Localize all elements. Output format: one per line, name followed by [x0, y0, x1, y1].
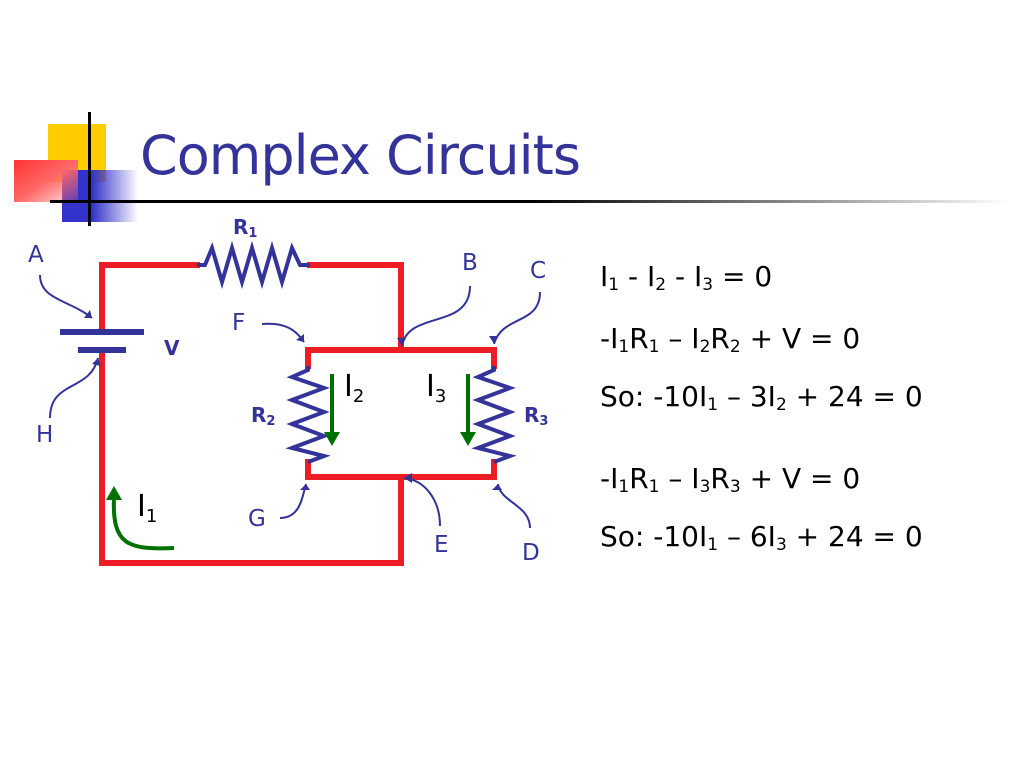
equation-subscript: 1	[608, 275, 620, 295]
source-v-label: V	[164, 336, 180, 360]
wire-bottom-return	[99, 349, 404, 566]
r1-label: R1	[233, 215, 257, 241]
pointer-e	[403, 477, 441, 527]
equation-subscript: 2	[655, 275, 667, 295]
equation-junction: I1 - I2 - I3 = 0	[600, 260, 772, 295]
equation-loop-2-numeric: So: -10I1 – 6I3 + 24 = 0	[600, 520, 923, 555]
equation-loop-1-numeric: So: -10I1 – 3I2 + 24 = 0	[600, 380, 923, 415]
equation-text: R	[710, 462, 730, 495]
pointer-h	[49, 357, 99, 419]
equation-text: R	[710, 322, 730, 355]
pointer-b	[401, 285, 471, 347]
equation-subscript: 3	[699, 477, 711, 497]
equation-text: – I	[659, 462, 700, 495]
node-label-c: C	[530, 258, 546, 284]
equation-subscript: 3	[729, 477, 741, 497]
resistor-r2-icon	[285, 366, 331, 464]
equation-subscript: 3	[702, 275, 714, 295]
equation-subscript: 2	[729, 337, 741, 357]
wire-left-top	[99, 262, 200, 335]
node-label-b: B	[462, 250, 478, 276]
deco-vertical-line	[88, 112, 91, 226]
equation-text: R	[629, 462, 649, 495]
i1-label: I1	[137, 489, 157, 527]
i1-arrow	[111, 497, 175, 551]
equation-subscript: 1	[707, 395, 719, 415]
equation-subscript: 2	[775, 395, 787, 415]
pointer-d	[497, 483, 531, 529]
node-label-h: H	[36, 422, 53, 448]
wire-top-right	[307, 262, 404, 353]
equation-subscript: 1	[618, 477, 630, 497]
equation-text: -I	[600, 322, 619, 355]
equation-text: + 24 = 0	[786, 520, 923, 553]
deco-red-square	[14, 160, 78, 202]
current-arrows	[111, 374, 470, 551]
equation-subscript: 3	[775, 535, 787, 555]
equation-text: – 3I	[718, 380, 776, 413]
equation-text: I	[600, 260, 609, 293]
equation-text: – 6I	[718, 520, 776, 553]
circuit-wires	[99, 262, 497, 566]
r2-label: R2	[251, 403, 275, 429]
slide-title: Complex Circuits	[140, 124, 581, 187]
equation-text: + V = 0	[740, 322, 861, 355]
pointer-arrowheads	[84, 310, 502, 490]
equation-text: + 24 = 0	[786, 380, 923, 413]
equation-subscript: 2	[699, 337, 711, 357]
current-arrowheads	[106, 432, 476, 500]
battery-icon	[60, 329, 144, 353]
equation-text: + V = 0	[740, 462, 861, 495]
equation-text: -I	[600, 462, 619, 495]
equation-text: - I	[666, 260, 703, 293]
equation-text: = 0	[713, 260, 773, 293]
r3-label: R3	[524, 403, 548, 429]
node-label-e: E	[434, 532, 449, 558]
pointer-c	[493, 291, 541, 345]
node-label-g: G	[248, 506, 266, 532]
equation-subscript: 1	[618, 337, 630, 357]
title-underline	[50, 200, 1010, 203]
resistor-r3-icon	[471, 366, 517, 464]
node-label-d: D	[522, 540, 540, 566]
equation-text: So: -10I	[600, 520, 708, 553]
i3-label: I3	[426, 369, 446, 407]
equation-text: - I	[619, 260, 656, 293]
equation-text: – I	[659, 322, 700, 355]
resistor-r1-icon	[197, 240, 310, 290]
equation-text: So: -10I	[600, 380, 708, 413]
pointer-a	[39, 274, 93, 319]
node-label-f: F	[232, 310, 245, 336]
node-label-a: A	[28, 242, 44, 268]
equation-loop-1: -I1R1 – I2R2 + V = 0	[600, 322, 860, 357]
equation-subscript: 1	[707, 535, 719, 555]
equation-subscript: 1	[648, 477, 660, 497]
equation-text: R	[629, 322, 649, 355]
equation-subscript: 1	[648, 337, 660, 357]
equation-loop-2: -I1R1 – I3R3 + V = 0	[600, 462, 860, 497]
i2-label: I2	[344, 369, 364, 407]
